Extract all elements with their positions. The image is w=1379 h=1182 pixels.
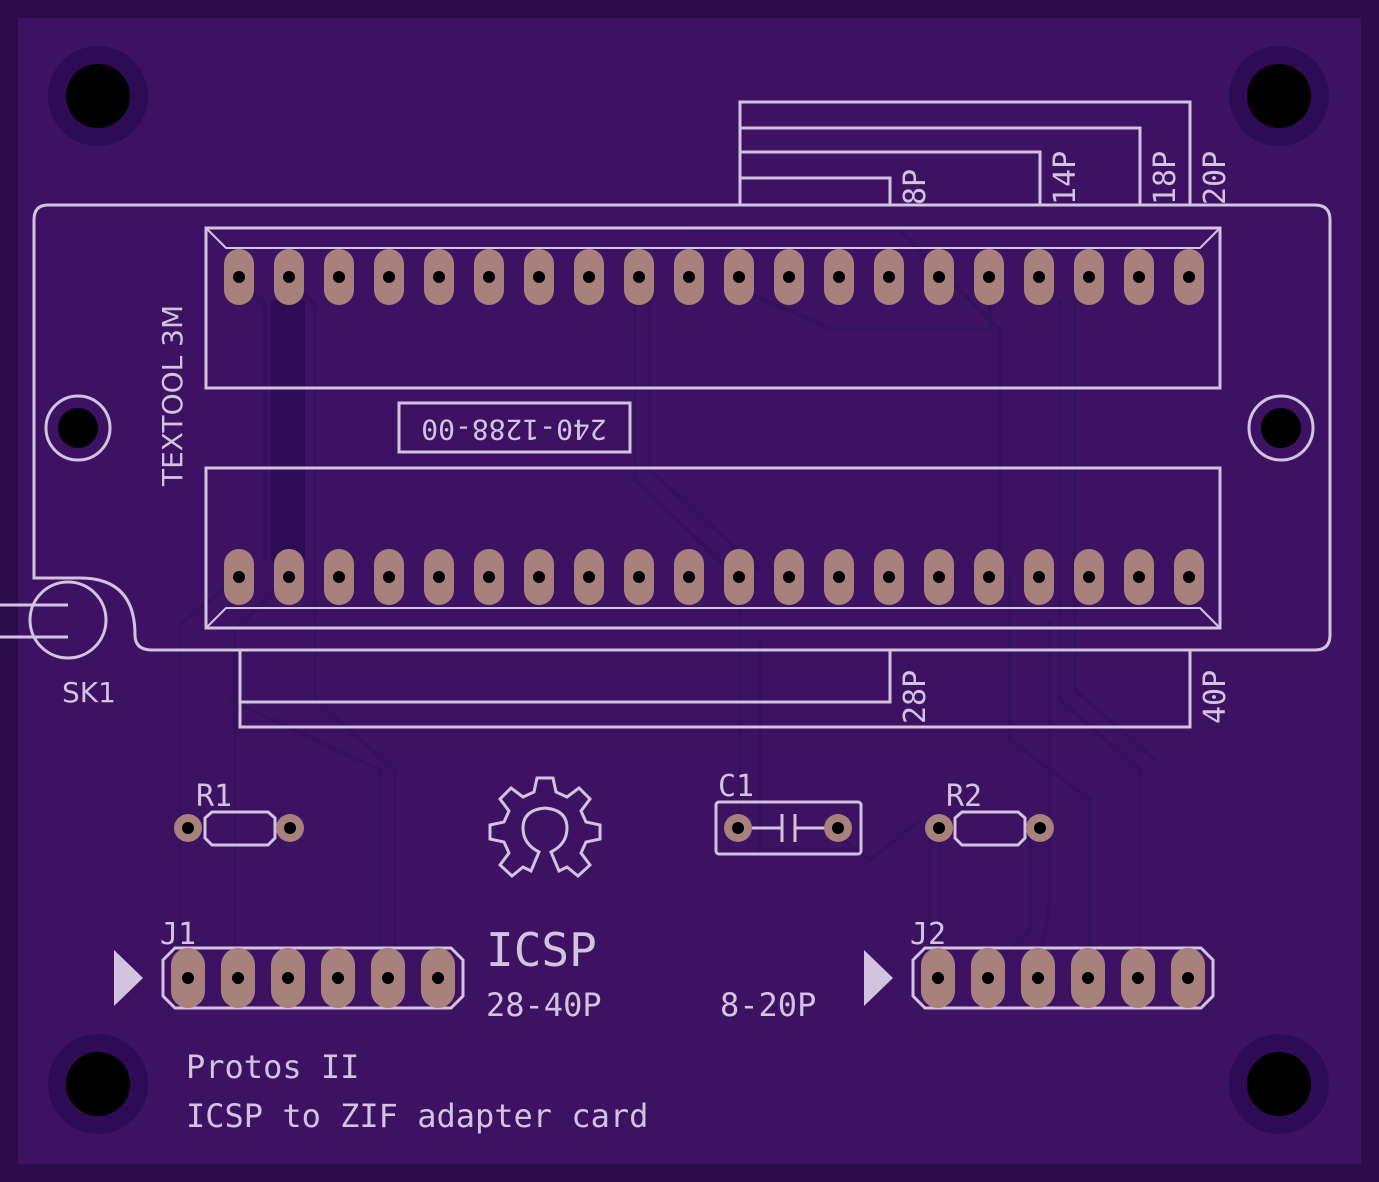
c1-label: C1	[718, 769, 754, 804]
socket-pad	[1024, 549, 1054, 605]
socket-pad	[674, 249, 704, 305]
socket-pad	[874, 249, 904, 305]
pin-label-14p: 14P	[1048, 151, 1083, 205]
socket-pad	[374, 549, 404, 605]
socket-pad	[524, 249, 554, 305]
j1-range-label: 28-40P	[486, 986, 602, 1024]
j1-label: J1	[160, 917, 196, 952]
socket-pad	[774, 549, 804, 605]
pin-label-20p: 20P	[1198, 151, 1233, 205]
socket-pad	[1174, 549, 1204, 605]
socket-pad	[1074, 549, 1104, 605]
socket-pad	[324, 549, 354, 605]
socket-pad	[574, 549, 604, 605]
pin1-marker-icon	[864, 950, 893, 1006]
socket-pad	[474, 549, 504, 605]
socket-pad	[524, 549, 554, 605]
socket-pad	[724, 549, 754, 605]
resistor-r1	[174, 810, 304, 847]
socket-pad	[924, 249, 954, 305]
pin-label-28p: 28P	[898, 670, 933, 724]
open-hardware-gear-icon	[488, 776, 602, 878]
icsp-label: ICSP	[486, 923, 597, 977]
sk1-label: SK1	[62, 676, 116, 709]
socket-pad	[924, 549, 954, 605]
header-pad	[921, 948, 955, 1008]
j2-range-label: 8-20P	[720, 986, 816, 1024]
socket-pad	[1124, 249, 1154, 305]
pin-count-brackets	[238, 100, 1192, 729]
socket-pads	[224, 249, 1204, 605]
socket-pad	[874, 549, 904, 605]
header-pad	[221, 948, 255, 1008]
socket-pad	[624, 549, 654, 605]
header-pad	[1021, 948, 1055, 1008]
j2-label: J2	[910, 917, 946, 952]
socket-brand-label: TEXTOOL 3M	[156, 305, 189, 487]
socket-pad	[374, 249, 404, 305]
pin-label-8p: 8P	[898, 169, 933, 205]
header-j2	[864, 946, 1215, 1010]
header-outline	[161, 946, 465, 1010]
pin-label-40p: 40P	[1198, 670, 1233, 724]
socket-pad	[574, 249, 604, 305]
resistor-r2	[925, 810, 1054, 847]
socket-pad	[1074, 249, 1104, 305]
socket-lever-icon	[28, 580, 108, 660]
header-pad	[321, 948, 355, 1008]
socket-pad	[224, 549, 254, 605]
socket-pad	[824, 549, 854, 605]
header-pad	[971, 948, 1005, 1008]
header-pad	[1171, 948, 1205, 1008]
socket-pad	[274, 549, 304, 605]
socket-pad	[424, 249, 454, 305]
header-pad	[371, 948, 405, 1008]
socket-pad	[974, 249, 1004, 305]
socket-pad	[724, 249, 754, 305]
socket-pad	[1024, 249, 1054, 305]
header-pad	[1071, 948, 1105, 1008]
socket-pad	[1124, 549, 1154, 605]
socket-pad	[424, 549, 454, 605]
socket-pad	[824, 249, 854, 305]
socket-pad	[474, 249, 504, 305]
board-subtitle: ICSP to ZIF adapter card	[186, 1097, 648, 1135]
mounting-holes	[48, 46, 1329, 1134]
pin1-marker-icon	[114, 950, 143, 1006]
socket-pad	[274, 249, 304, 305]
header-j1	[114, 946, 465, 1010]
r2-label: R2	[946, 779, 982, 814]
socket-pad	[974, 549, 1004, 605]
header-pad	[1121, 948, 1155, 1008]
header-outline	[911, 946, 1215, 1010]
zif-socket	[0, 203, 1332, 660]
socket-pad	[674, 549, 704, 605]
capacitor-c1	[714, 800, 863, 856]
socket-pad	[324, 249, 354, 305]
board-title: Protos II	[186, 1048, 359, 1086]
socket-pad	[624, 249, 654, 305]
header-pad	[171, 948, 205, 1008]
header-pad	[421, 948, 455, 1008]
socket-pad	[774, 249, 804, 305]
socket-pad	[1174, 249, 1204, 305]
pin-label-18p: 18P	[1148, 151, 1183, 205]
r1-label: R1	[196, 779, 232, 814]
socket-pad	[224, 249, 254, 305]
header-pad	[271, 948, 305, 1008]
socket-part-label: 240-1288-00	[421, 413, 606, 446]
